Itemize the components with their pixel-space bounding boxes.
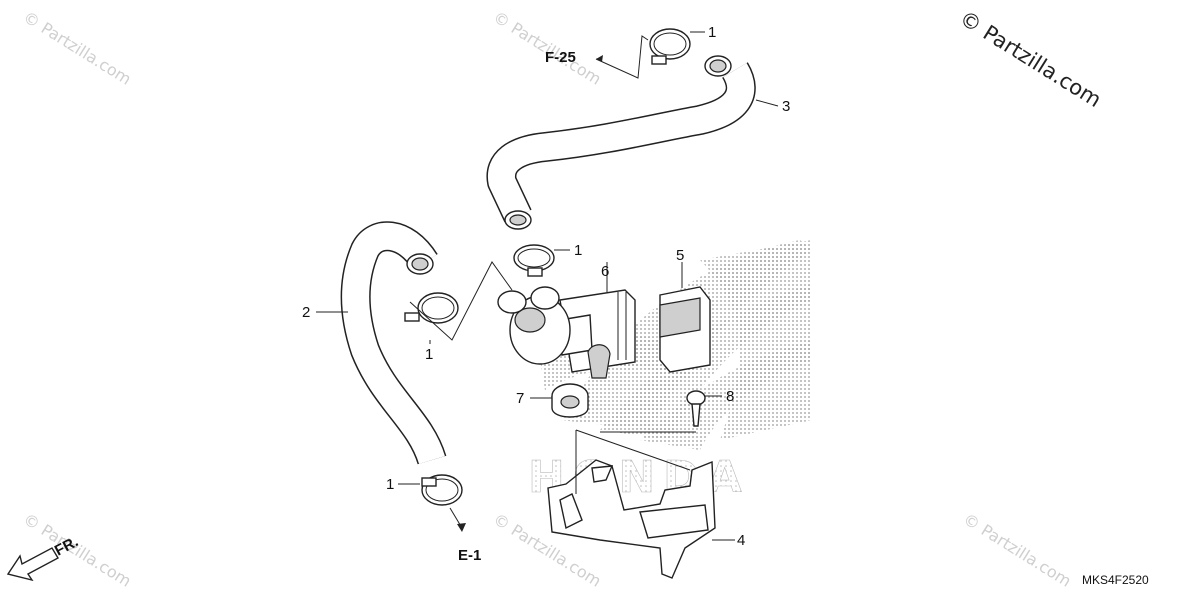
callout-bracket: 4 <box>737 532 745 549</box>
hose-callouts: 2 3 <box>302 98 790 321</box>
diagram-code: MKS4F2520 <box>1082 573 1149 587</box>
reference-top: F-25 <box>545 35 649 79</box>
bracket: 4 <box>547 429 745 579</box>
callout-clamp-mid: 1 <box>574 242 582 259</box>
air-injection-valve: 6 <box>497 262 636 379</box>
grommet: 7 <box>516 383 589 418</box>
callout-valve: 6 <box>601 263 609 280</box>
hose-upper <box>486 55 756 230</box>
reference-label-bottom: E-1 <box>458 547 481 564</box>
clamp-bottom: 1 E-1 <box>386 474 481 564</box>
rubber-mount: 5 <box>659 247 711 373</box>
clamp-left: 1 <box>404 261 513 363</box>
screw: 8 <box>686 388 734 427</box>
clamp-mid: 1 <box>513 242 582 277</box>
callout-rubber-mount: 5 <box>676 247 684 264</box>
callout-clamp-top: 1 <box>708 24 716 41</box>
callout-clamp-bottom: 1 <box>386 476 394 493</box>
hose-left <box>340 221 447 465</box>
watermark: © Partzilla.com <box>20 7 135 89</box>
callout-hose-upper: 3 <box>782 98 790 115</box>
callout-clamp-left: 1 <box>425 346 433 363</box>
reference-label-top: F-25 <box>545 49 576 66</box>
clamp-top: 1 <box>649 24 716 65</box>
callout-screw: 8 <box>726 388 734 405</box>
callout-hose-left: 2 <box>302 304 310 321</box>
watermark: © Partzilla.com <box>960 509 1075 591</box>
copyright-notice: © Partzilla.com <box>955 6 1105 112</box>
callout-grommet: 7 <box>516 390 524 407</box>
